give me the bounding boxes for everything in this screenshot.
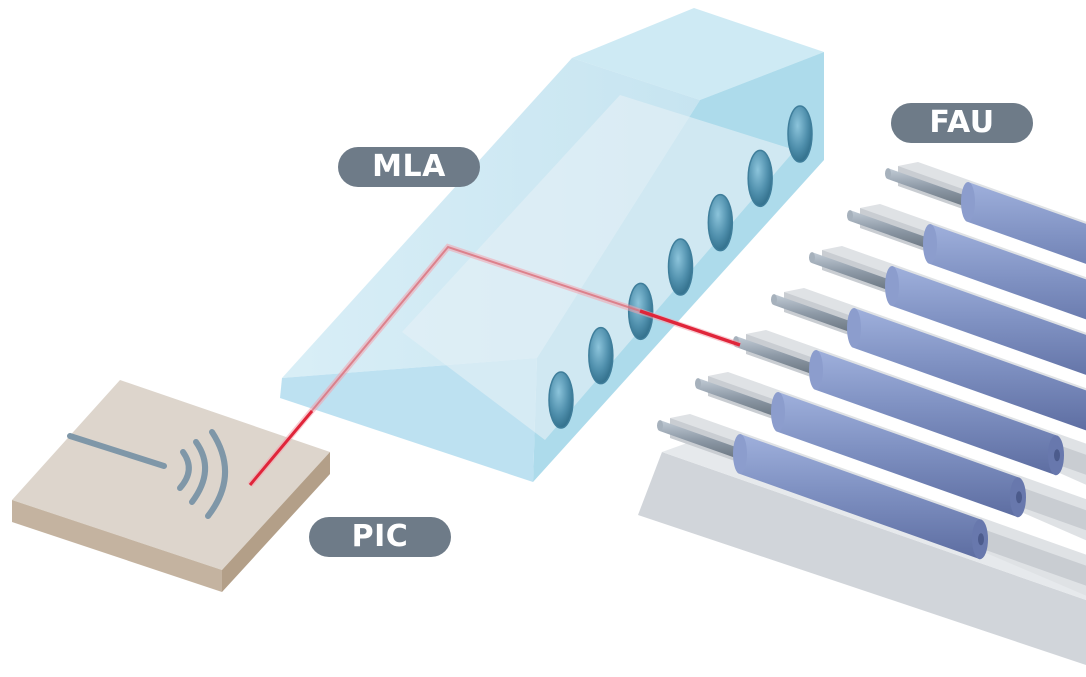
pic-waveguide: [67, 433, 167, 469]
fiber-3: [733, 330, 1086, 485]
ferrule-front-cap: [733, 434, 747, 474]
lens-row: [548, 105, 813, 429]
bare-fiber-tip: [771, 294, 777, 306]
fiber-ferrule: [816, 350, 1056, 476]
ferrule-end-hole: [1016, 491, 1022, 504]
laser-beam-path: [247, 243, 741, 487]
ferrule-front-cap: [923, 224, 937, 264]
mla-bottom-face: [280, 358, 537, 482]
fiber-2: [695, 372, 1086, 541]
mla-top-face: [572, 8, 824, 100]
mla-label: MLA: [338, 147, 480, 187]
fiber-ferrule: [854, 308, 1086, 431]
bare-fiber: [736, 336, 816, 376]
bare-fiber: [774, 294, 854, 334]
pic-label: PIC: [309, 517, 451, 557]
bare-fiber: [660, 420, 740, 460]
micro-lens-6: [747, 149, 773, 208]
photonic-integrated-circuit-chip: [12, 380, 330, 592]
fiber-6: [847, 204, 1086, 320]
fiber-ferrule: [968, 182, 1086, 264]
fau-label: FAU: [891, 103, 1033, 143]
fiber-array-unit: [638, 162, 1086, 665]
ferrule-front-cap: [809, 350, 823, 390]
ferrule-front-cap: [885, 266, 899, 306]
laser-beam-fiber-segment: [639, 309, 741, 347]
bare-fiber: [698, 378, 778, 418]
laser-beam-chip-segment: [248, 410, 314, 486]
micro-lens-1: [548, 371, 574, 429]
bare-fiber-tip: [657, 420, 663, 432]
micro-lens-4: [667, 238, 694, 296]
fiber-ferrule: [892, 266, 1086, 375]
micro-lens-7: [787, 105, 813, 163]
ferrule-end-hole: [1054, 449, 1060, 462]
bare-fiber-tip: [847, 210, 853, 222]
bare-fiber-tip: [695, 378, 701, 390]
bare-fiber: [888, 168, 968, 208]
pic-chip-right-side: [222, 452, 330, 592]
bare-fiber-tip: [885, 168, 891, 180]
fiber-ferrule: [778, 392, 1018, 518]
bare-fiber: [812, 252, 892, 292]
bare-fiber: [850, 210, 930, 250]
ferrule-front-cap: [847, 308, 861, 348]
micro-lens-5: [707, 193, 734, 252]
grating-coupler-icon: [177, 429, 228, 519]
pic-chip-front-side: [12, 500, 222, 592]
mla-inner-plane: [402, 95, 795, 440]
fiber-5: [809, 246, 1086, 375]
pic-chip-top: [12, 380, 330, 570]
micro-lens-2: [588, 326, 614, 385]
micro-lens-array: [280, 8, 824, 482]
fiber-1: [657, 414, 1086, 596]
fiber-4: [771, 288, 1086, 431]
bare-fiber-tip: [809, 252, 815, 264]
fiber-7: [885, 162, 1086, 264]
laser-beam-in-glass: [309, 245, 641, 414]
fiber-ferrule: [740, 434, 980, 560]
fiber-ferrule: [930, 224, 1086, 320]
groove-block-base: [638, 452, 1086, 665]
ferrule-front-cap: [771, 392, 785, 432]
ferrule-end-hole: [978, 533, 984, 546]
ferrule-front-cap: [961, 182, 975, 222]
